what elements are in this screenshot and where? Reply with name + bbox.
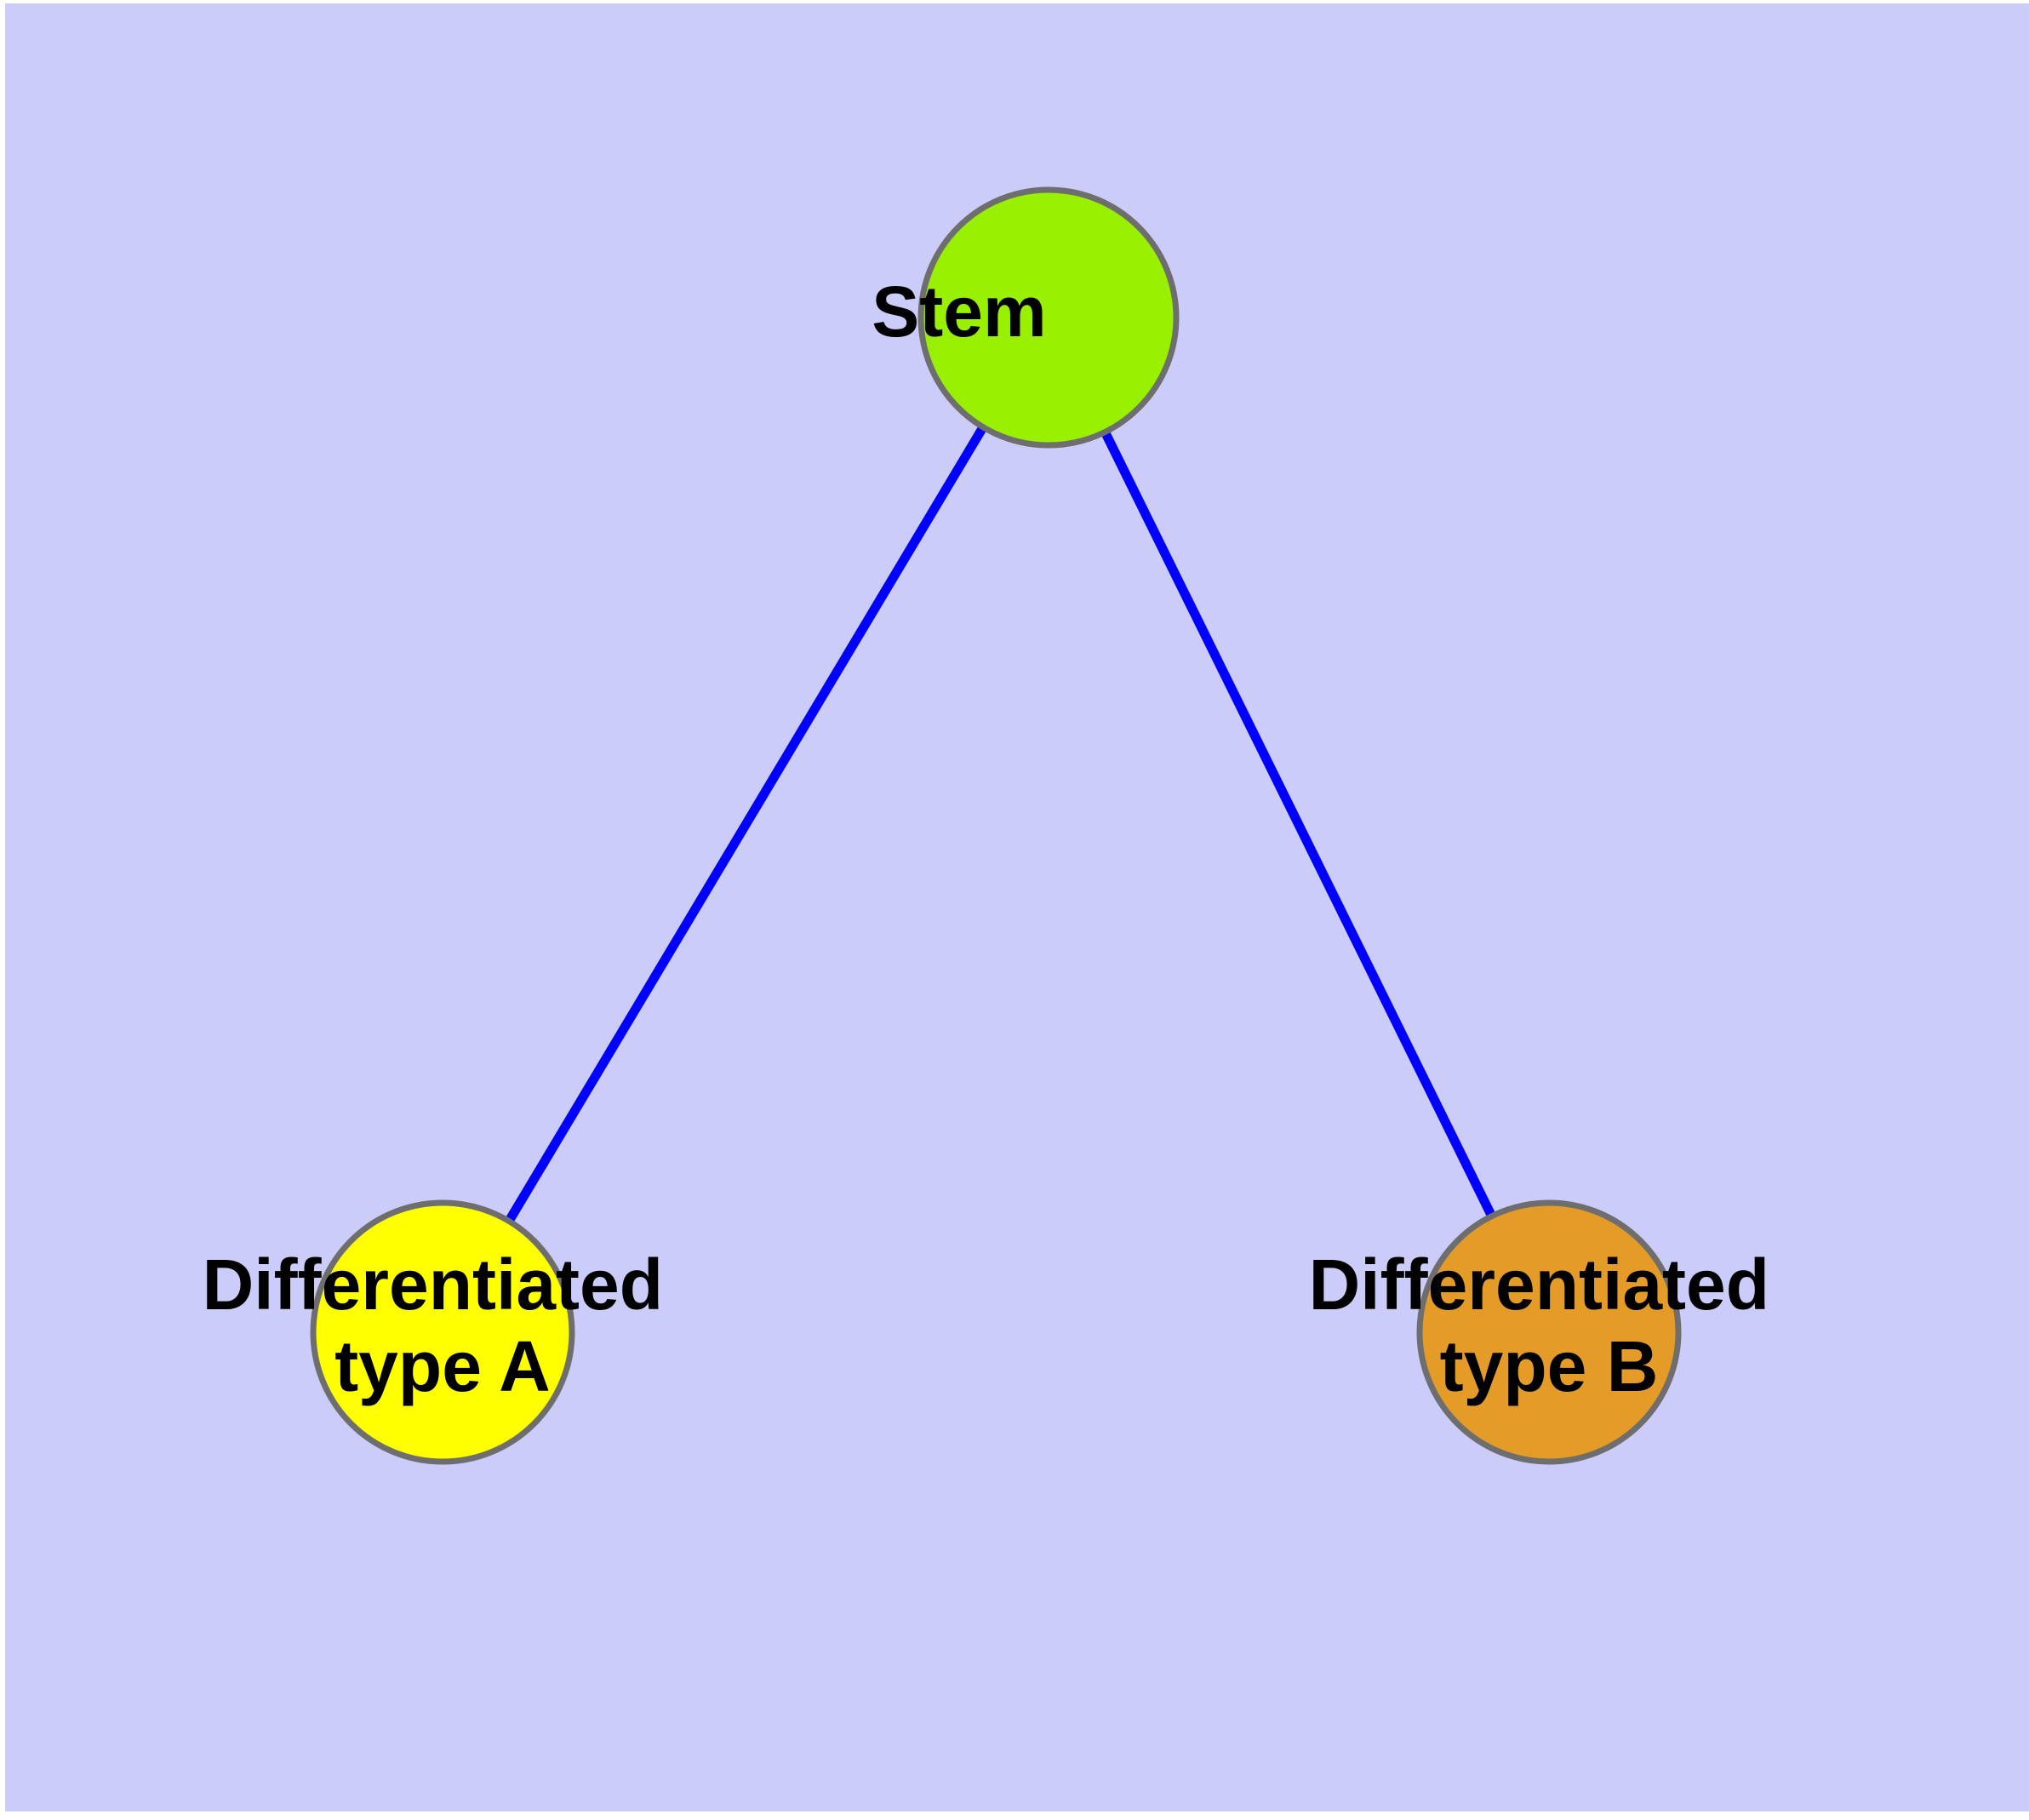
node-differentiated-type-a-label-line-2: type A bbox=[334, 1326, 551, 1406]
node-differentiated-type-b-label: Differentiated type B bbox=[1309, 1245, 1790, 1406]
node-layer: Stem Differentiated type A Differentiate… bbox=[203, 186, 1790, 1465]
node-stem-label: Stem bbox=[872, 272, 1225, 352]
edge-stem-to-differentiated-type-a[interactable] bbox=[505, 424, 987, 1224]
node-differentiated-type-a-label-line-1: Differentiated bbox=[203, 1245, 663, 1325]
node-differentiated-type-a-label: Differentiated type A bbox=[203, 1245, 683, 1406]
node-differentiated-type-b-label-line-1: Differentiated bbox=[1309, 1245, 1769, 1325]
node-differentiated-type-b-circle[interactable] bbox=[1416, 1199, 1682, 1465]
edge-layer bbox=[505, 424, 1496, 1224]
node-stem[interactable]: Stem bbox=[872, 186, 1225, 449]
node-differentiated-type-a[interactable]: Differentiated type A bbox=[203, 1199, 683, 1465]
node-stem-label-line-1: Stem bbox=[872, 272, 1046, 352]
node-differentiated-type-a-circle[interactable] bbox=[310, 1199, 575, 1465]
node-differentiated-type-b[interactable]: Differentiated type B bbox=[1309, 1199, 1790, 1465]
node-differentiated-type-b-label-line-2: type B bbox=[1440, 1326, 1659, 1406]
edge-stem-to-differentiated-type-b[interactable] bbox=[1100, 430, 1496, 1219]
node-stem-circle[interactable] bbox=[917, 186, 1180, 449]
